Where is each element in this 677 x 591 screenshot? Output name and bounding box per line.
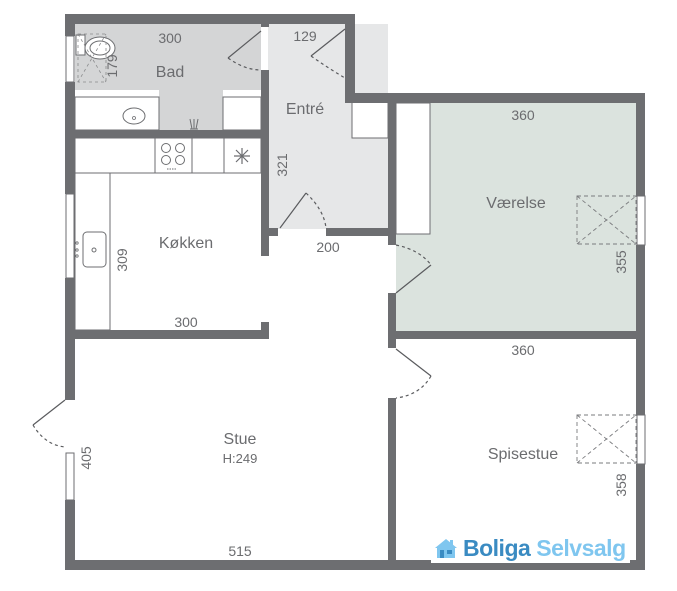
window-swing [576, 195, 637, 464]
room-label-stue: Stue [224, 431, 257, 448]
dim-entre-width: 129 [293, 28, 317, 44]
house-icon [435, 539, 457, 558]
vaerelse-closet [395, 102, 431, 235]
bath-counter [74, 96, 160, 131]
windows [65, 35, 646, 501]
dim-vaerelse-width: 360 [511, 107, 535, 123]
room-height-stue: H:249 [223, 451, 258, 466]
logo-brand: Boliga [463, 534, 531, 561]
room-label-spisestue: Spisestue [488, 446, 558, 463]
stove-icon [161, 143, 185, 170]
dim-kokken-width: 300 [174, 314, 198, 330]
dim-entre-door: 200 [316, 239, 340, 255]
dim-spisestue-width: 360 [511, 342, 535, 358]
fridge-snowflake-icon [234, 148, 250, 164]
faucet-icon [189, 118, 199, 130]
shower-area [77, 33, 107, 83]
dim-entre-height: 321 [274, 153, 290, 177]
room-label-kokken: Køkken [159, 235, 213, 252]
dim-bad-height: 179 [104, 54, 120, 78]
sink-icon [122, 107, 146, 125]
room-label-vaerelse: Værelse [486, 195, 546, 212]
entre-closet [351, 101, 389, 139]
boliga-selvsalg-logo: Boliga Selvsalg [431, 533, 630, 563]
room-label-entre: Entré [286, 101, 324, 118]
bath-cabinet [222, 96, 262, 131]
vaerelse-floor [396, 103, 636, 331]
kitchen-sink-icon [82, 231, 107, 268]
dim-stue-height: 405 [78, 446, 94, 470]
toilet-icon [75, 34, 116, 60]
dim-spisestue-height: 358 [613, 473, 629, 497]
walls [65, 14, 645, 570]
dim-bad-width: 300 [158, 30, 182, 46]
doors [32, 28, 432, 448]
dim-vaerelse-height: 355 [613, 250, 629, 274]
dim-stue-width: 515 [228, 543, 252, 559]
logo-product: Selvsalg [536, 534, 626, 561]
dim-kokken-height: 309 [114, 248, 130, 272]
room-label-bad: Bad [156, 64, 184, 81]
